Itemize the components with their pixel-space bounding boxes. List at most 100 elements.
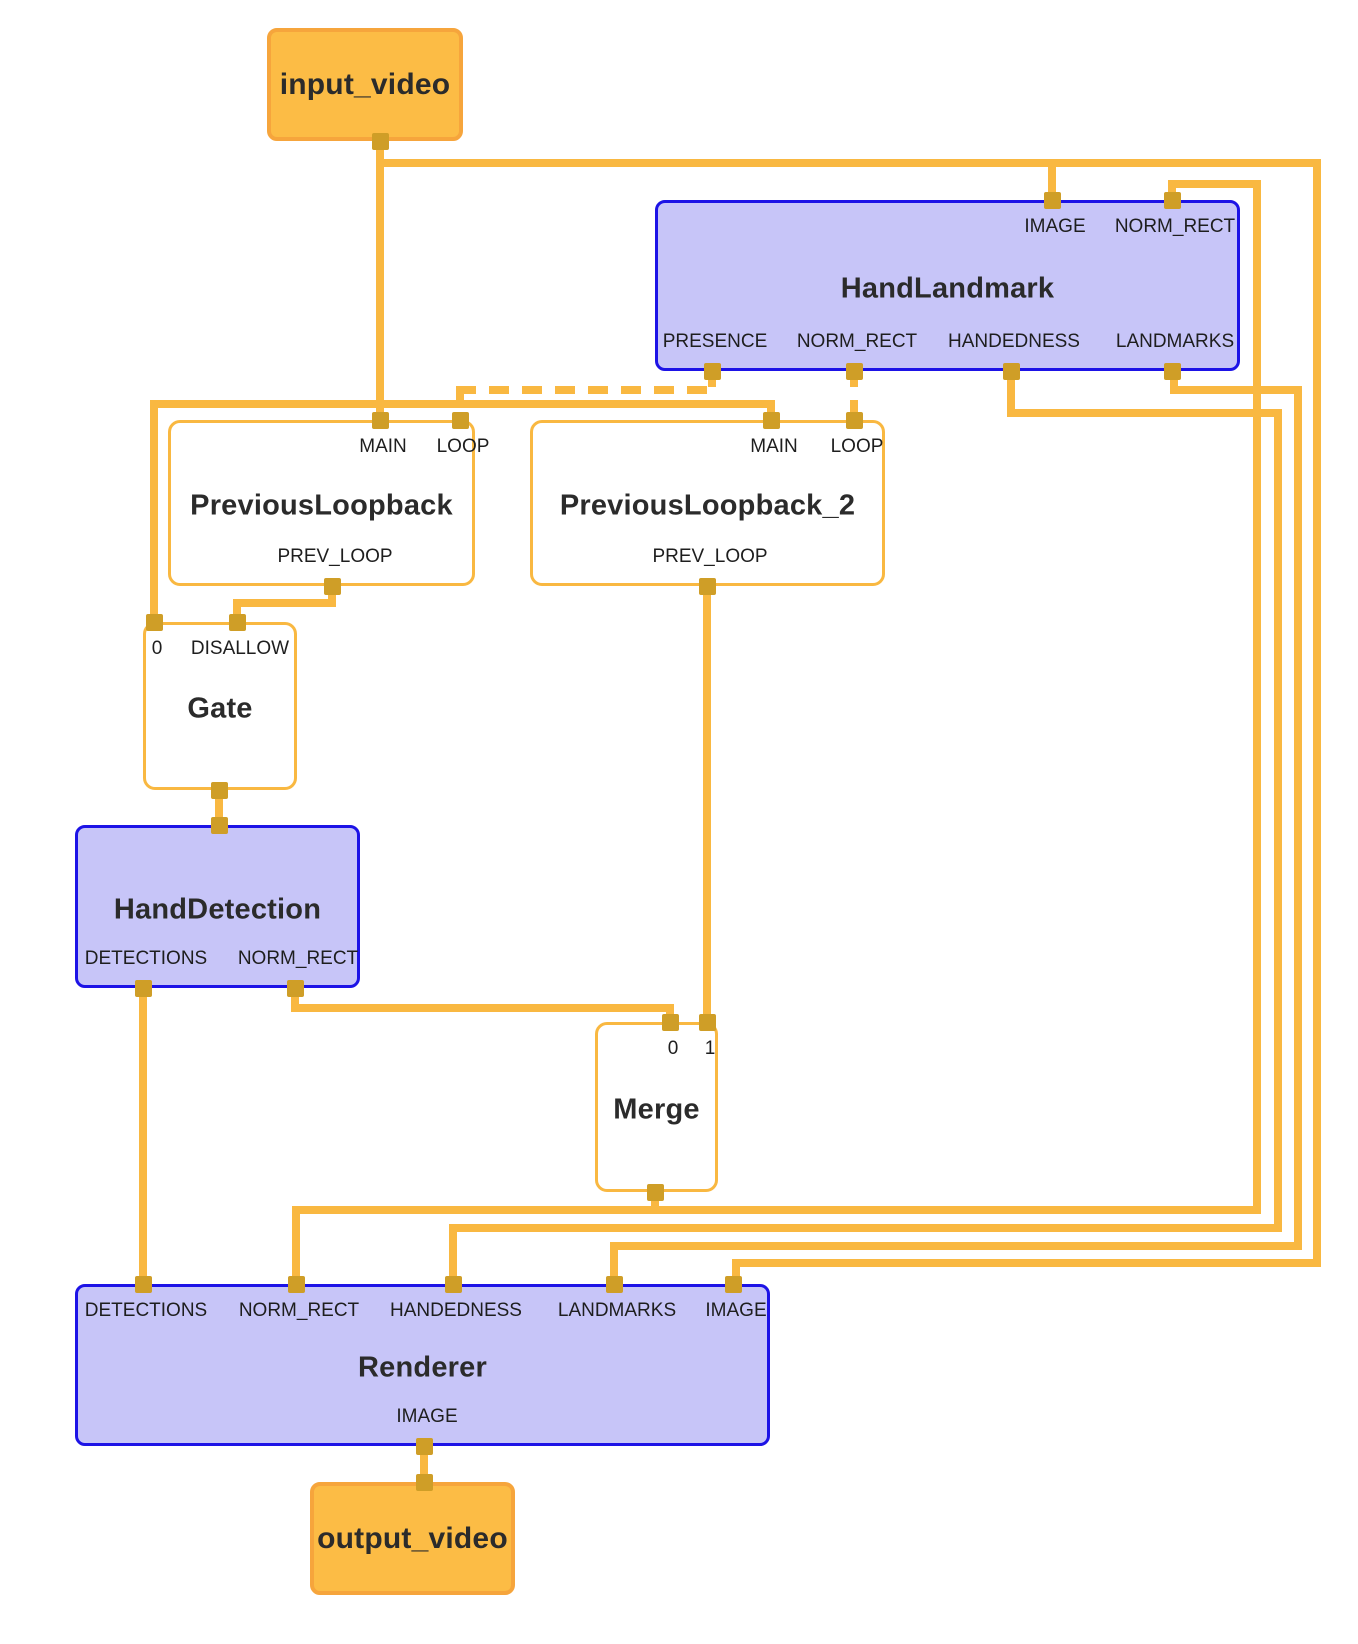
node-title-gate: Gate xyxy=(187,692,253,725)
port-previousloopback-in-MAIN xyxy=(371,411,389,429)
port-input_video-out-0 xyxy=(371,132,389,150)
edge-handedness-to-renderer-seg0 xyxy=(1007,367,1015,417)
edge-merge-to-renderer-normrect-and-handlandmark-normrect-seg2 xyxy=(1253,180,1261,1214)
port-renderer-in-IMAGE xyxy=(724,1275,742,1293)
edge-input-video-to-gate-0-and-prevloopback2-main-seg0 xyxy=(150,400,158,626)
port-handlandmark-in-NORM_RECT xyxy=(1163,191,1181,209)
node-title-previousloopback: PreviousLoopback xyxy=(190,489,453,522)
port-gate-out-0 xyxy=(210,781,228,799)
edge-presence-backedge-to-prevloopback-loop-seg1 xyxy=(456,386,716,394)
port-previousloopback_2-out-PREV_LOOP xyxy=(698,577,716,595)
port-previousloopback-out-PREV_LOOP xyxy=(323,577,341,595)
edge-prevloop-to-gate-disallow-seg2 xyxy=(233,599,241,626)
edge-handedness-to-renderer-seg2 xyxy=(1274,409,1282,1232)
edge-merge-to-renderer-normrect-and-handlandmark-normrect-seg0 xyxy=(292,1206,300,1288)
node-title-renderer: Renderer xyxy=(358,1351,487,1384)
node-title-output_video: output_video xyxy=(317,1521,508,1555)
port-handdetection-in-0 xyxy=(210,816,228,834)
port-merge-in-0 xyxy=(661,1013,679,1031)
port-label-previousloopback-in-MAIN: MAIN xyxy=(359,436,407,457)
port-handdetection-out-DETECTIONS xyxy=(134,979,152,997)
edge-landmarks-to-renderer-seg3 xyxy=(610,1242,1302,1250)
port-handlandmark-out-PRESENCE xyxy=(703,362,721,380)
edge-landmarks-to-renderer-seg0 xyxy=(1170,367,1178,394)
port-handlandmark-out-LANDMARKS xyxy=(1163,362,1181,380)
port-label-gate-in-0: 0 xyxy=(151,638,163,659)
port-output_video-in-0 xyxy=(415,1473,433,1491)
port-label-handlandmark-out-HANDEDNESS: HANDEDNESS xyxy=(948,331,1080,352)
edge-prevloop-to-gate-disallow-seg1 xyxy=(233,599,336,607)
node-title-merge: Merge xyxy=(613,1093,700,1126)
node-input_video[interactable]: input_video xyxy=(267,28,463,141)
edge-handedness-to-renderer-seg4 xyxy=(449,1224,457,1288)
edge-input-video-to-prevloopback-main-seg0 xyxy=(376,137,384,424)
port-label-renderer-out-IMAGE: IMAGE xyxy=(396,1406,458,1427)
port-renderer-in-NORM_RECT xyxy=(287,1275,305,1293)
port-handlandmark-out-NORM_RECT xyxy=(845,362,863,380)
port-label-previousloopback_2-in-LOOP: LOOP xyxy=(830,436,884,457)
node-title-previousloopback_2: PreviousLoopback_2 xyxy=(559,489,856,522)
edge-landmarks-to-renderer-seg2 xyxy=(1294,386,1302,1250)
edge-landmarks-to-renderer-seg4 xyxy=(610,1242,618,1288)
port-label-renderer-in-NORM_RECT: NORM_RECT xyxy=(238,1300,360,1321)
port-label-previousloopback_2-in-MAIN: MAIN xyxy=(750,436,798,457)
port-renderer-out-IMAGE xyxy=(415,1437,433,1455)
port-handlandmark-in-IMAGE xyxy=(1043,191,1061,209)
port-merge-out-0 xyxy=(646,1183,664,1201)
port-label-handdetection-out-DETECTIONS: DETECTIONS xyxy=(84,948,208,969)
port-handlandmark-out-HANDEDNESS xyxy=(1002,362,1020,380)
node-output_video[interactable]: output_video xyxy=(310,1482,515,1595)
node-previousloopback[interactable]: PreviousLoopback MAIN LOOP PREV_LOOP xyxy=(168,420,489,586)
port-label-renderer-in-LANDMARKS: LANDMARKS xyxy=(557,1300,677,1321)
edge-handlandmark-image-input-stub-seg0 xyxy=(1048,159,1056,204)
edge-handdetection-normrect-to-merge-0-seg0 xyxy=(291,984,299,1012)
node-title-input_video: input_video xyxy=(279,67,451,101)
edge-detections-to-renderer-seg0 xyxy=(139,984,147,1288)
port-merge-in-1 xyxy=(698,1013,716,1031)
port-label-handlandmark-out-PRESENCE: PRESENCE xyxy=(662,331,768,352)
node-handlandmark[interactable]: HandLandmark IMAGE NORM_RECT PRESENCE NORM_R… xyxy=(655,200,1240,371)
edge-presence-backedge-to-prevloopback-loop-seg2 xyxy=(456,386,464,424)
node-previousloopback_2[interactable]: PreviousLoopback_2 MAIN LOOP PREV_LOOP xyxy=(530,420,885,586)
port-label-handdetection-out-NORM_RECT: NORM_RECT xyxy=(237,948,359,969)
edge-handedness-to-renderer-seg3 xyxy=(449,1224,1282,1232)
edge-input-video-to-handlandmark-image-and-renderer-image-seg2 xyxy=(732,1259,1321,1267)
port-label-handlandmark-in-NORM_RECT: NORM_RECT xyxy=(1114,216,1236,237)
port-gate-in-0 xyxy=(145,613,163,631)
edge-renderer-image-to-output-video-seg0 xyxy=(420,1442,428,1486)
port-label-merge-in-1: 1 xyxy=(704,1038,716,1059)
port-label-previousloopback_2-out-PREV_LOOP: PREV_LOOP xyxy=(652,546,768,567)
edge-presence-backedge-to-prevloopback-loop-seg0 xyxy=(708,367,716,394)
port-label-merge-in-0: 0 xyxy=(667,1038,679,1059)
node-merge[interactable]: Merge 0 1 xyxy=(595,1022,718,1192)
edge-prevloop2-to-merge-1-seg0 xyxy=(703,582,711,1026)
edge-gate-to-handdetection-seg0 xyxy=(215,786,223,829)
port-label-renderer-in-IMAGE: IMAGE xyxy=(705,1300,767,1321)
port-label-handlandmark-out-LANDMARKS: LANDMARKS xyxy=(1115,331,1235,352)
port-renderer-in-LANDMARKS xyxy=(605,1275,623,1293)
port-label-renderer-in-DETECTIONS: DETECTIONS xyxy=(84,1300,208,1321)
port-previousloopback_2-in-LOOP xyxy=(845,411,863,429)
port-renderer-in-DETECTIONS xyxy=(134,1275,152,1293)
port-previousloopback-in-LOOP xyxy=(451,411,469,429)
edge-prevloop-to-gate-disallow-seg0 xyxy=(328,582,336,607)
edge-input-video-to-handlandmark-image-and-renderer-image-seg0 xyxy=(376,159,1321,167)
edge-merge-output-stub-seg0 xyxy=(651,1188,659,1214)
edge-input-video-to-handlandmark-image-and-renderer-image-seg1 xyxy=(1313,159,1321,1267)
node-title-handdetection: HandDetection xyxy=(113,893,322,926)
edge-handedness-to-renderer-seg1 xyxy=(1007,409,1282,417)
edge-normrect-backedge-to-prevloopback2-loop-seg0 xyxy=(850,367,858,424)
edge-landmarks-to-renderer-seg1 xyxy=(1170,386,1302,394)
port-renderer-in-HANDEDNESS xyxy=(444,1275,462,1293)
port-label-previousloopback-out-PREV_LOOP: PREV_LOOP xyxy=(277,546,393,567)
node-title-handlandmark: HandLandmark xyxy=(840,272,1055,305)
port-label-handlandmark-out-NORM_RECT: NORM_RECT xyxy=(796,331,918,352)
port-label-previousloopback-in-LOOP: LOOP xyxy=(436,436,490,457)
port-previousloopback_2-in-MAIN xyxy=(762,411,780,429)
port-handdetection-out-NORM_RECT xyxy=(286,979,304,997)
port-label-handlandmark-in-IMAGE: IMAGE xyxy=(1024,216,1086,237)
